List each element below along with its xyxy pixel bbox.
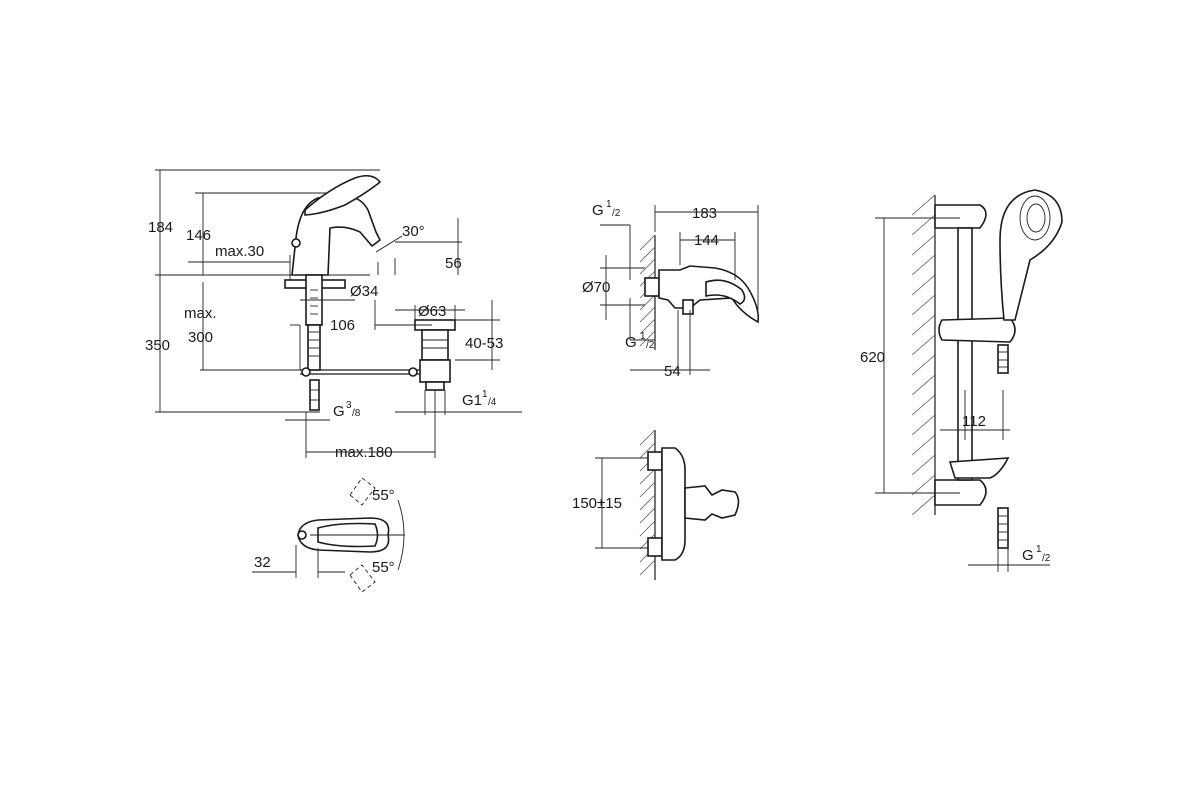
thread-sup: 1	[1036, 544, 1042, 555]
dim-32-label: 32	[254, 554, 271, 571]
thread-label: G	[1022, 547, 1034, 564]
dim-max-label: max.	[184, 305, 217, 322]
thread-g38-sup: 3	[346, 400, 352, 411]
dim-183-label: 183	[692, 205, 717, 222]
thread-top-sup: 1	[606, 199, 612, 210]
angle-55-lower-label: 55°	[372, 559, 395, 576]
dim-54-label: 54	[664, 363, 681, 380]
thread-bottom-sub: /2	[646, 340, 655, 351]
dim-max180-label: max.180	[335, 444, 393, 461]
dim-56-label: 56	[445, 255, 462, 272]
dim-112-label: 112	[962, 413, 986, 430]
dim-40-53-label: 40-53	[465, 335, 503, 352]
thread-bottom-label: G	[625, 334, 637, 351]
dim-184-label: 184	[148, 219, 173, 236]
shower-mixer-side-view: G 1 /2 183 144 Ø70 G 1 /2 54	[582, 199, 760, 380]
thread-top-sub: /2	[612, 208, 621, 219]
dim-dia70-label: Ø70	[582, 279, 610, 296]
dim-angle-30-label: 30°	[402, 223, 425, 240]
dim-144-label: 144	[694, 232, 719, 249]
thread-top-label: G	[592, 202, 604, 219]
basin-mixer-side-view: 184 146 max.30 30° 56 Ø34 max. 300 106 Ø…	[145, 169, 522, 461]
thread-g114-label: G1	[462, 392, 482, 409]
dim-620-label: 620	[860, 349, 885, 366]
shower-rail-set: 620 112 G 1 /2	[860, 189, 1063, 572]
thread-bottom-sup: 1	[640, 331, 646, 342]
shower-mixer-front-view: 150±15	[572, 429, 740, 580]
thread-g38-label: G	[333, 403, 345, 420]
dim-350-label: 350	[145, 337, 170, 354]
basin-mixer-top-view: 55° 55° 32	[252, 477, 405, 593]
dim-106-label: 106	[330, 317, 355, 334]
thread-sub: /2	[1042, 553, 1051, 564]
thread-g114-sup: 1	[482, 389, 488, 400]
dim-dia63-label: Ø63	[418, 303, 446, 320]
angle-55-upper-label: 55°	[372, 487, 395, 504]
dim-dia34-label: Ø34	[350, 283, 378, 300]
dim-max30-label: max.30	[215, 243, 264, 260]
dim-300-label: 300	[188, 329, 213, 346]
dim-150-label: 150±15	[572, 495, 622, 512]
thread-g38-sub: /8	[352, 408, 361, 419]
dim-146-label: 146	[186, 227, 211, 244]
thread-g114-sub: /4	[488, 397, 497, 408]
